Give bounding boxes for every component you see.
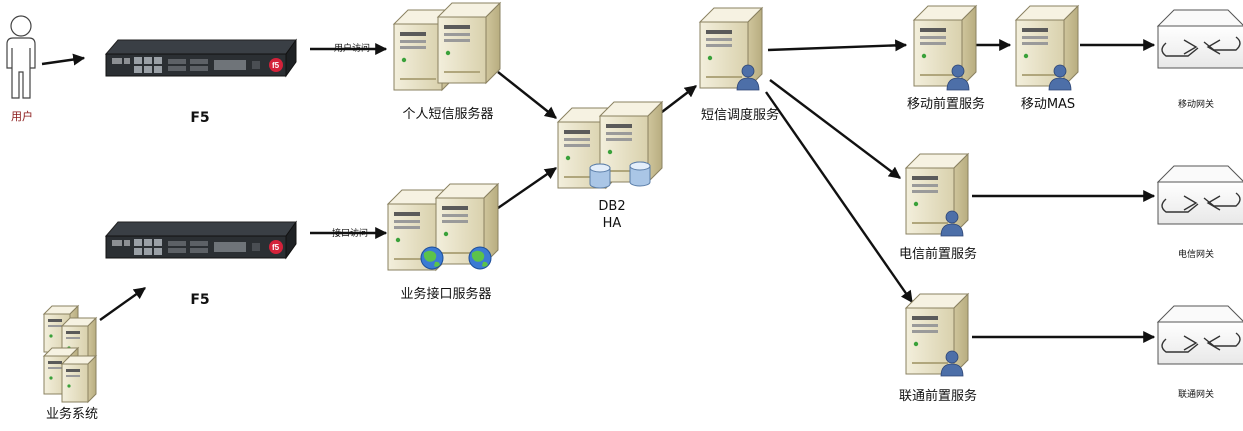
database-icon <box>589 163 611 189</box>
edge-interface-to-db <box>497 167 557 209</box>
ha-label: HA <box>603 216 622 231</box>
f5-bottom-label: F5 <box>190 292 209 308</box>
gateway-icon <box>1157 305 1243 365</box>
gateway-icon <box>1157 165 1243 225</box>
mobile-gateway-node: 移动网关 <box>1157 9 1243 110</box>
globe-icon <box>420 246 444 270</box>
mobile-front-label: 移动前置服务 <box>907 96 985 112</box>
unicom-gateway-node: 联通网关 <box>1157 305 1243 400</box>
f5-appliance-icon <box>105 39 297 77</box>
telecom-front-node: 电信前置服务 <box>899 153 977 262</box>
mobile-mas-node: 移动MAS <box>1015 5 1079 112</box>
globe-icon <box>468 246 492 270</box>
user-label: 用户 <box>11 109 33 123</box>
f5-top-label: F5 <box>190 110 209 126</box>
edge-dispatch-to-mobile <box>767 39 908 52</box>
f5-bottom-node: F5 <box>105 221 297 308</box>
db2-ha-node: DB2 HA <box>557 101 663 231</box>
unicom-front-label: 联通前置服务 <box>899 388 977 404</box>
edge-personal-to-db <box>497 71 557 119</box>
telecom-gateway-node: 电信网关 <box>1157 165 1243 260</box>
server-icon <box>905 153 969 235</box>
mobile-front-node: 移动前置服务 <box>907 5 985 112</box>
edge-db-to-dispatch <box>657 85 697 116</box>
edge-dispatch-to-telecom <box>769 79 901 179</box>
database-icon <box>629 161 651 187</box>
telecom-gateway-label: 电信网关 <box>1178 248 1214 260</box>
telecom-front-label: 电信前置服务 <box>899 246 977 262</box>
business-system-node: 业务系统 <box>43 305 98 422</box>
unicom-gateway-label: 联通网关 <box>1178 388 1214 400</box>
mobile-mas-label: 移动MAS <box>1021 97 1075 112</box>
edge-dispatch-to-unicom <box>765 91 913 303</box>
business-system-label: 业务系统 <box>46 406 98 422</box>
mobile-gateway-label: 移动网关 <box>1178 98 1214 110</box>
user-node: 用户 <box>6 15 36 123</box>
server-icon <box>437 2 501 84</box>
edge-label-user-access: 用户访问 <box>334 42 370 54</box>
user-icon <box>6 15 36 99</box>
db2-label: DB2 <box>598 199 625 214</box>
business-interface-server-node: 业务接口服务器 <box>387 183 499 302</box>
connection-lines <box>41 39 1156 343</box>
gateway-icon <box>1157 9 1243 69</box>
edge-biz-to-f5 <box>99 287 146 321</box>
server-icon <box>1015 5 1079 87</box>
sms-dispatch-node: 短信调度服务 <box>699 7 779 123</box>
personal-sms-server-label: 个人短信服务器 <box>402 106 493 122</box>
edge-label-interface-access: 接口访问 <box>332 227 368 239</box>
sms-dispatch-label: 短信调度服务 <box>701 107 779 123</box>
f5-appliance-icon <box>105 221 297 259</box>
server-icon <box>905 293 969 375</box>
server-icon <box>61 355 97 403</box>
server-icon <box>699 7 763 89</box>
unicom-front-node: 联通前置服务 <box>899 293 977 404</box>
server-icon <box>913 5 977 87</box>
personal-sms-server-node: 个人短信服务器 <box>393 2 501 122</box>
edge-user-to-f5 <box>41 53 86 66</box>
business-interface-server-label: 业务接口服务器 <box>400 286 491 302</box>
f5-top-node: F5 <box>105 39 297 126</box>
